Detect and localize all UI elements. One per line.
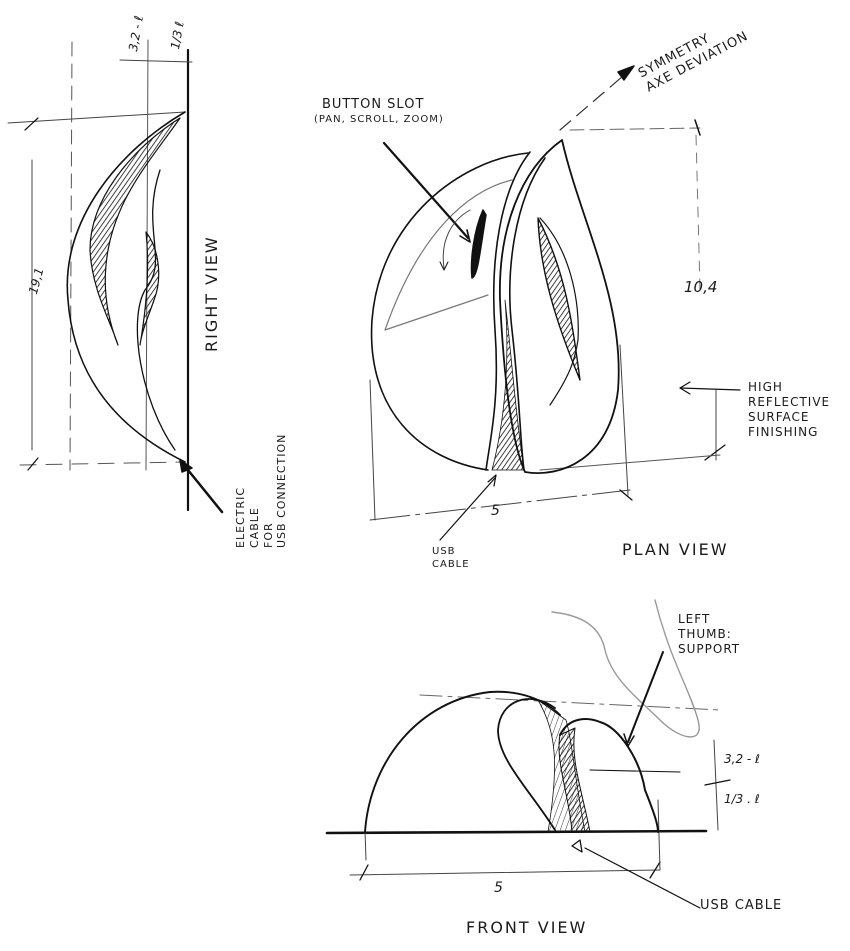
front-view-top-dimension: 3,2 - ℓ [724, 752, 760, 766]
front-view-drawing [325, 599, 731, 909]
button-slot-functions: (PAN, SCROLL, ZOOM) [314, 114, 444, 125]
left-thumb-support-note: LEFT THUMB: SUPPORT [678, 612, 741, 656]
plan-view-width-dimension: 5 [491, 503, 500, 519]
right-view-title: RIGHT VIEW [202, 235, 221, 352]
front-view-side-dimension: 1/3 . ℓ [724, 792, 760, 806]
front-view-usb-cable-label: USB CABLE [700, 898, 783, 913]
plan-view-usb-cable-label: USB CABLE [432, 546, 470, 570]
high-reflective-surface-note: HIGH REFLECTIVE SURFACE FINISHING [748, 380, 831, 439]
plan-view-height-dimension: 10,4 [684, 278, 718, 296]
front-view-width-dimension: 5 [494, 880, 503, 896]
button-slot-label: BUTTON SLOT [322, 97, 425, 112]
plan-view-drawing [369, 65, 741, 541]
plan-view-title: PLAN VIEW [622, 540, 729, 559]
electric-cable-note: ELECTRIC CABLE FOR USB CONNECTION [234, 433, 289, 548]
front-view-title: FRONT VIEW [466, 918, 588, 937]
right-view-drawing [7, 39, 224, 514]
